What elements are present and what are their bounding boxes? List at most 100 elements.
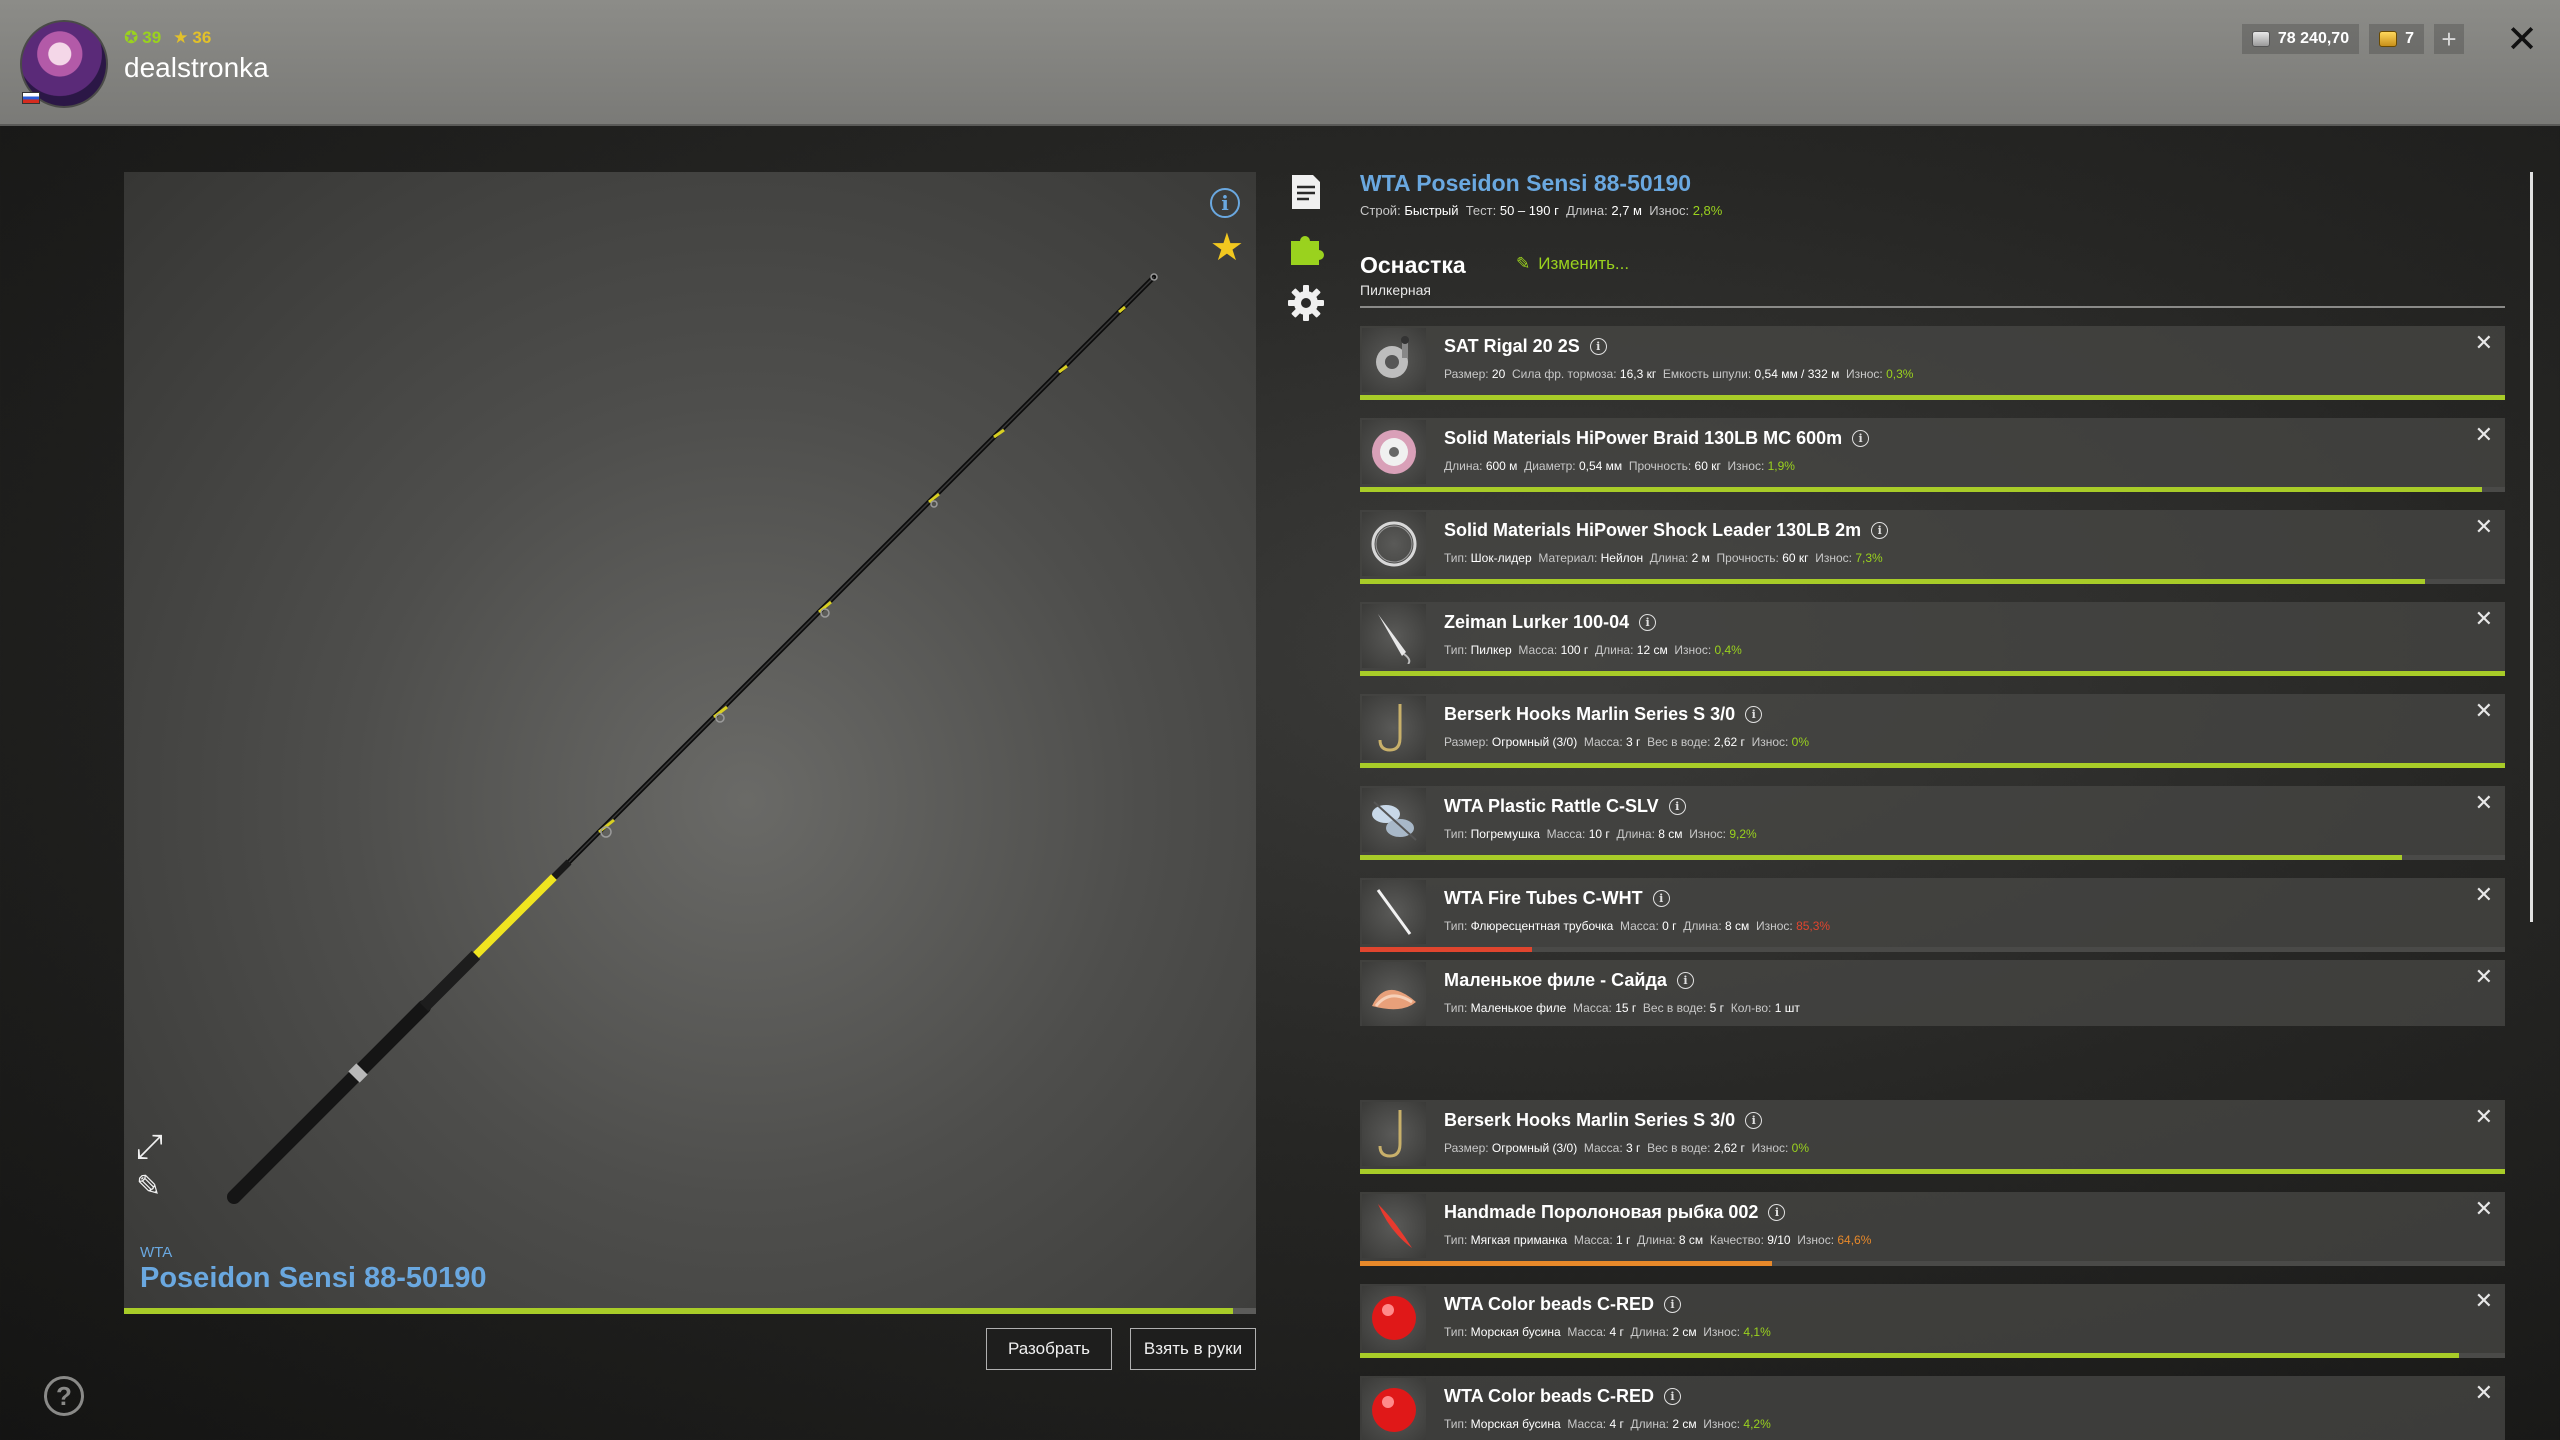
info-icon[interactable]: i [1676,972,1694,989]
spec-value: 4 г [1609,1417,1624,1431]
help-icon[interactable]: ? [44,1376,84,1416]
player-stats: ✪ 39 ★ 36 [124,28,211,48]
wear-label: Износ: [1751,735,1792,749]
remove-slot-button[interactable]: ✕ [2474,1288,2493,1313]
slot-wear-fill [1360,855,2402,860]
rig-title: Оснастка [1360,252,1466,278]
spec-value: 16,3 кг [1619,367,1657,381]
remove-slot-button[interactable]: ✕ [2474,882,2493,907]
spec-label: Длина: [1630,1417,1673,1431]
rod-wear-bar [124,1308,1256,1314]
slot-specs: Размер: Огромный (3/0) Масса: 3 г Вес в … [1444,735,1809,749]
rod-wear-fill [124,1308,1234,1314]
info-icon[interactable]: i [1871,522,1889,539]
change-rig-button[interactable]: ✎ Изменить... [1516,254,1629,274]
info-icon[interactable]: i [1589,338,1607,355]
add-currency-button[interactable]: + [2434,24,2464,54]
wear-value: 4,2% [1743,1417,1771,1431]
info-icon[interactable]: i [1664,1296,1681,1313]
remove-slot-button[interactable]: ✕ [2474,606,2493,631]
remove-slot-button[interactable]: ✕ [2474,1196,2493,1221]
spec-value: Пилкер [1470,643,1512,657]
spec-label: Тип: [1444,1417,1471,1431]
remove-slot-button[interactable]: ✕ [2474,1104,2493,1129]
scrollbar[interactable] [2530,172,2533,922]
slot-wear-bar [1360,487,2505,492]
tab-rig[interactable] [1286,228,1326,268]
gold-coin-icon [2379,31,2398,47]
info-icon[interactable]: i [1768,1204,1786,1221]
spec-value: 600 м [1485,459,1518,473]
info-icon[interactable]: i [1745,1112,1763,1129]
remove-slot-button[interactable]: ✕ [2474,1380,2493,1405]
info-icon[interactable]: i [1668,798,1686,815]
slot-specs: Размер: 20 Сила фр. тормоза: 16,3 кг Емк… [1444,367,1913,381]
info-icon[interactable]: i [1210,188,1240,218]
wear-label: Износ: [1755,919,1797,933]
info-icon[interactable]: i [1664,1388,1681,1405]
slot-wear-fill [1360,395,2505,400]
tab-settings[interactable] [1286,283,1326,323]
currency-bar: 78 240,70 7 + [2241,24,2464,54]
tab-description[interactable] [1286,172,1326,212]
spec-value: 0,54 мм [1578,459,1623,473]
item-details: WTA Poseidon Sensi 88-50190 Строй: Быстр… [1360,170,2505,218]
remove-slot-button[interactable]: ✕ [2474,422,2493,447]
slot-wear-bar [1360,763,2505,768]
remove-slot-button[interactable]: ✕ [2474,698,2493,723]
take-in-hands-button[interactable]: Взять в руки [1130,1328,1256,1370]
level-icon: ✪ [124,28,139,47]
slot-specs: Тип: Морская бусина Масса: 4 г Длина: 2 … [1444,1417,1771,1431]
info-icon[interactable]: i [1852,430,1870,447]
rig-slot[interactable]: Solid Materials HiPower Shock Leader 130… [1360,510,2505,584]
rig-slot[interactable]: Solid Materials HiPower Braid 130LB MC 6… [1360,418,2505,492]
slot-thumbnail [1362,788,1426,852]
info-icon[interactable]: i [1639,614,1657,631]
remove-slot-button[interactable]: ✕ [2474,964,2493,989]
slot-wear-bar [1360,395,2505,400]
info-icon[interactable]: i [1652,890,1670,907]
gear-icon [1288,285,1324,321]
slot-thumbnail [1362,1194,1426,1258]
slot-name: Solid Materials HiPower Braid 130LB MC 6… [1444,428,1870,449]
spec-label: Тип: [1444,919,1471,933]
slot-wear-bar [1360,1261,2505,1266]
spec-label: Вес в воде: [1647,735,1714,749]
remove-slot-button[interactable]: ✕ [2474,790,2493,815]
star-icon[interactable]: ★ [1209,227,1244,269]
close-button[interactable]: ✕ [2506,19,2538,61]
wear-value: 0% [1791,1141,1810,1155]
document-icon [1292,175,1320,209]
gold-balance: 7 [2369,24,2424,54]
wear-value: 0,4% [1714,643,1742,657]
slot-name-text: WTA Fire Tubes C-WHT [1444,888,1643,908]
spec-label: Масса: [1619,919,1663,933]
pencil-icon[interactable]: ✎ [136,1170,162,1203]
remove-slot-button[interactable]: ✕ [2474,330,2493,355]
spec-label: Масса: [1567,1417,1610,1431]
slot-wear-bar [1360,671,2505,676]
remove-slot-button[interactable]: ✕ [2474,514,2493,539]
expand-icon[interactable]: ⤢ [136,1128,164,1166]
slot-thumbnail [1362,1102,1426,1166]
wear-value: 0,3% [1886,367,1914,381]
rod-preview-panel[interactable]: i ★ ⤢ ✎ WTA Poseidon Sensi 88-50190 [124,172,1256,1314]
slot-name-text: Маленькое филе - Сайда [1444,970,1667,990]
disassemble-button[interactable]: Разобрать [986,1328,1112,1370]
wear-label: Износ: [1751,1141,1792,1155]
info-icon[interactable]: i [1745,706,1763,723]
spec-value: 5 г [1709,1001,1725,1015]
wear-label: Износ: [1703,1417,1744,1431]
